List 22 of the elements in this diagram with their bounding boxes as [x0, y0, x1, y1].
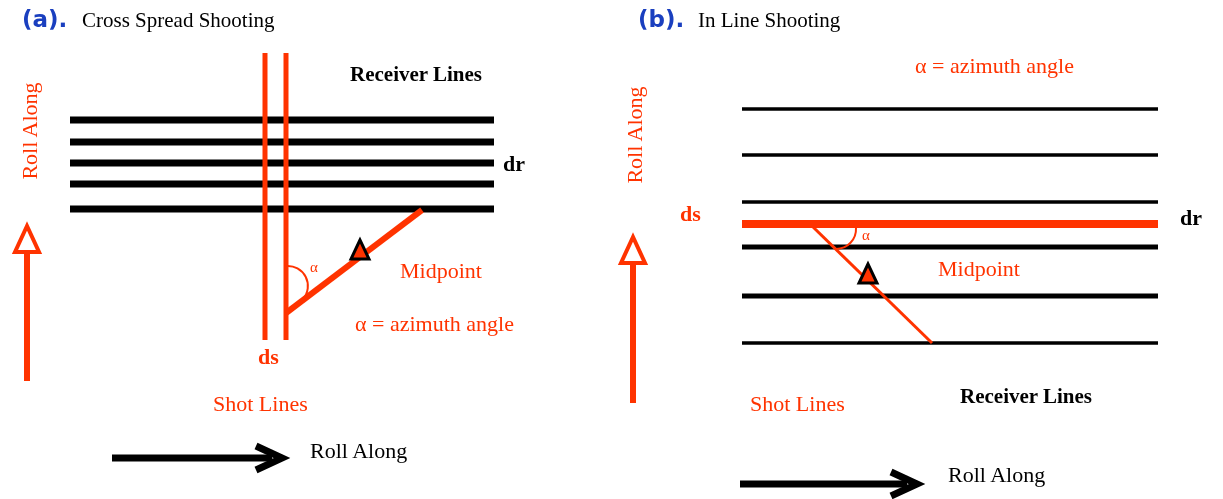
- line-label: Receiver Lines: [350, 64, 482, 85]
- line-label: Shot Lines: [213, 393, 308, 415]
- panel-label: (a).: [22, 8, 68, 31]
- angle-note: α = azimuth angle: [915, 55, 1074, 77]
- angle-note: α = azimuth angle: [355, 313, 514, 335]
- line-label: Shot Lines: [750, 393, 845, 415]
- panel-title: In Line Shooting: [698, 10, 841, 31]
- spacing-label: ds: [258, 346, 279, 368]
- direction-label: Roll Along: [948, 464, 1046, 486]
- direction-label: Roll Along: [19, 82, 41, 180]
- point-label: Midpoint: [938, 258, 1020, 280]
- panel-label: (b).: [638, 8, 685, 31]
- line-label: Receiver Lines: [960, 386, 1092, 407]
- direction-label: Roll Along: [624, 86, 646, 184]
- spacing-label: dr: [503, 153, 525, 175]
- spacing-label: dr: [1180, 207, 1202, 229]
- direction-label: Roll Along: [310, 440, 408, 462]
- panel-title: Cross Spread Shooting: [82, 10, 275, 31]
- point-label: Midpoint: [400, 260, 482, 282]
- spacing-label: ds: [680, 203, 701, 225]
- angle-symbol: α: [310, 260, 318, 275]
- angle-symbol: α: [862, 228, 870, 243]
